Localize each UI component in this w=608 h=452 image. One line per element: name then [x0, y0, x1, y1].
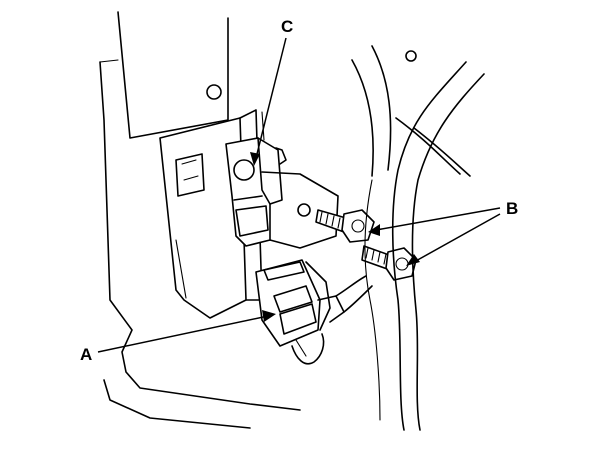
connector-a [255, 259, 373, 365]
callout-label-a: A [80, 345, 92, 364]
body-panel [99, 11, 417, 429]
mounting-bracket [159, 109, 263, 319]
callout-label-c: C [281, 17, 293, 36]
callout-c-leader [250, 37, 287, 166]
panel-hole [405, 50, 417, 62]
bolt-lower [361, 245, 417, 281]
callout-b-leader [368, 207, 501, 266]
bolt-upper [315, 209, 375, 243]
mounting-plate [261, 171, 339, 249]
callout-a-leader [97, 310, 276, 353]
panel-hole [206, 84, 222, 100]
plate-hole [297, 203, 311, 217]
callout-label-b: B [506, 199, 518, 218]
wire-harness [351, 45, 485, 431]
